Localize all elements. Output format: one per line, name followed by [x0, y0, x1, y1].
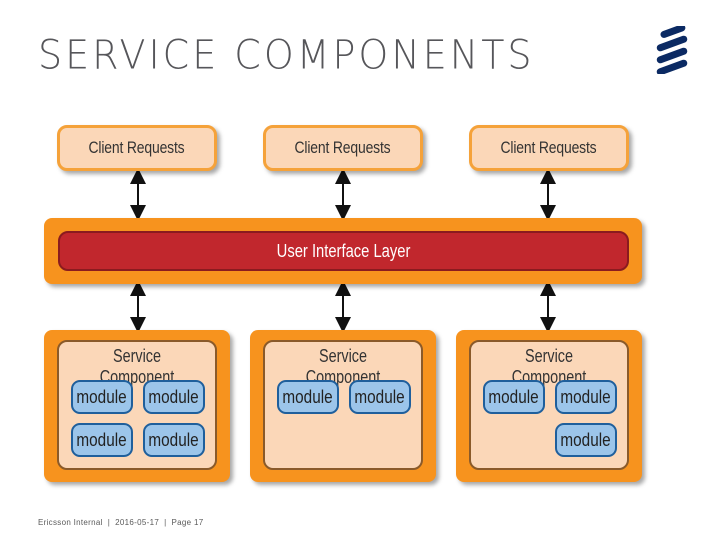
module-box: module — [71, 380, 133, 414]
ui-layer-label: User Interface Layer — [276, 240, 411, 261]
module-box: module — [143, 380, 205, 414]
module-box: module — [483, 380, 545, 414]
service-component-2: Service Component module module — [263, 340, 423, 470]
client-requests-box-1: Client Requests — [57, 125, 217, 171]
module-box: module — [71, 423, 133, 457]
module-box: module — [555, 423, 617, 457]
module-box: module — [555, 380, 617, 414]
client-requests-box-3: Client Requests — [469, 125, 629, 171]
slide-title: Service Components — [38, 31, 535, 79]
service-component-1: Service Component module module module m… — [57, 340, 217, 470]
client-requests-label: Client Requests — [501, 138, 597, 157]
footer-date: 2016-05-17 — [115, 518, 160, 527]
ericsson-logo-icon — [656, 26, 688, 74]
ui-layer-bar: User Interface Layer — [58, 231, 629, 271]
client-requests-label: Client Requests — [89, 138, 185, 157]
footer: Ericsson Internal | 2016-05-17 | Page 17 — [38, 518, 204, 527]
footer-page: Page 17 — [171, 518, 204, 527]
module-box: module — [349, 380, 411, 414]
client-requests-label: Client Requests — [295, 138, 391, 157]
footer-company: Ericsson Internal — [38, 518, 103, 527]
client-requests-box-2: Client Requests — [263, 125, 423, 171]
service-component-3: Service Component module module module — [469, 340, 629, 470]
module-box: module — [143, 423, 205, 457]
module-box: module — [277, 380, 339, 414]
